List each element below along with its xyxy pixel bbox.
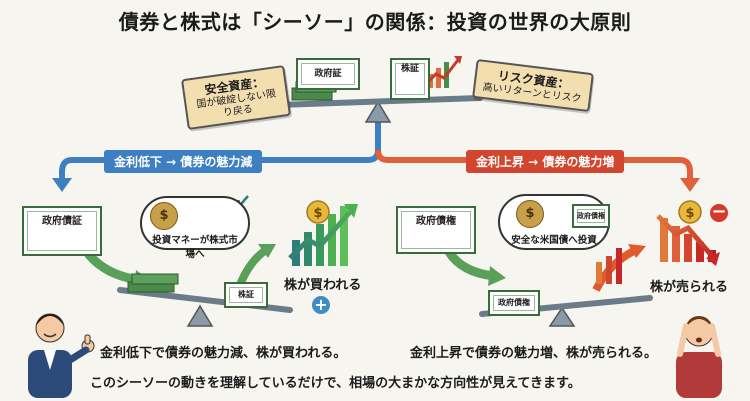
right-caption: 金利上昇で債券の魅力増、株が売られる。 — [410, 346, 658, 361]
top-bond-certificate: 政府証 — [296, 58, 360, 90]
worried-person-figure — [676, 316, 722, 398]
svg-text:$: $ — [685, 206, 694, 221]
left-small-stock-cert: 株証 — [224, 282, 268, 308]
money-bag-icon-right: $ — [516, 200, 544, 228]
left-government-bond-cert: 政府債証 — [22, 206, 102, 256]
plus-icon: + — [312, 296, 330, 314]
money-bag-icon: $ — [150, 202, 178, 230]
right-small-bond-cert: 政府債権 — [488, 290, 540, 316]
right-government-bond-cert: 政府債権 — [396, 206, 476, 254]
happy-person-figure — [28, 313, 95, 398]
top-stock-chart — [424, 56, 462, 88]
left-up-chart: $ — [288, 200, 358, 266]
left-banner: 金利低下 → 債券の魅力減 — [104, 150, 263, 173]
svg-text:$: $ — [313, 206, 322, 221]
right-bubble-cert: 政府債権 — [572, 204, 610, 228]
right-stock-label: 株が売られる — [650, 280, 729, 295]
footer-text: このシーソーの動きを理解しているだけで、相場の大まかな方向性が見えてきます。 — [90, 376, 581, 391]
page-title: 債券と株式は「シーソー」の関係：投資の世界の大原則 — [118, 10, 632, 34]
top-stock-certificate: 株証 — [390, 58, 430, 100]
right-bubble-bars — [596, 248, 622, 284]
right-banner: 金利上昇 → 債券の魅力増 — [466, 150, 625, 173]
right-bubble-text: 安全な米国債へ投資 — [511, 235, 597, 246]
left-caption: 金利低下で債券の魅力減、株が買われる。 — [100, 346, 347, 361]
minus-icon: − — [710, 201, 728, 222]
left-stock-label: 株が買われる — [284, 278, 362, 293]
left-bubble-text: 投資マネーが株式市場へ — [152, 235, 238, 260]
right-down-chart: $ — [656, 200, 720, 266]
